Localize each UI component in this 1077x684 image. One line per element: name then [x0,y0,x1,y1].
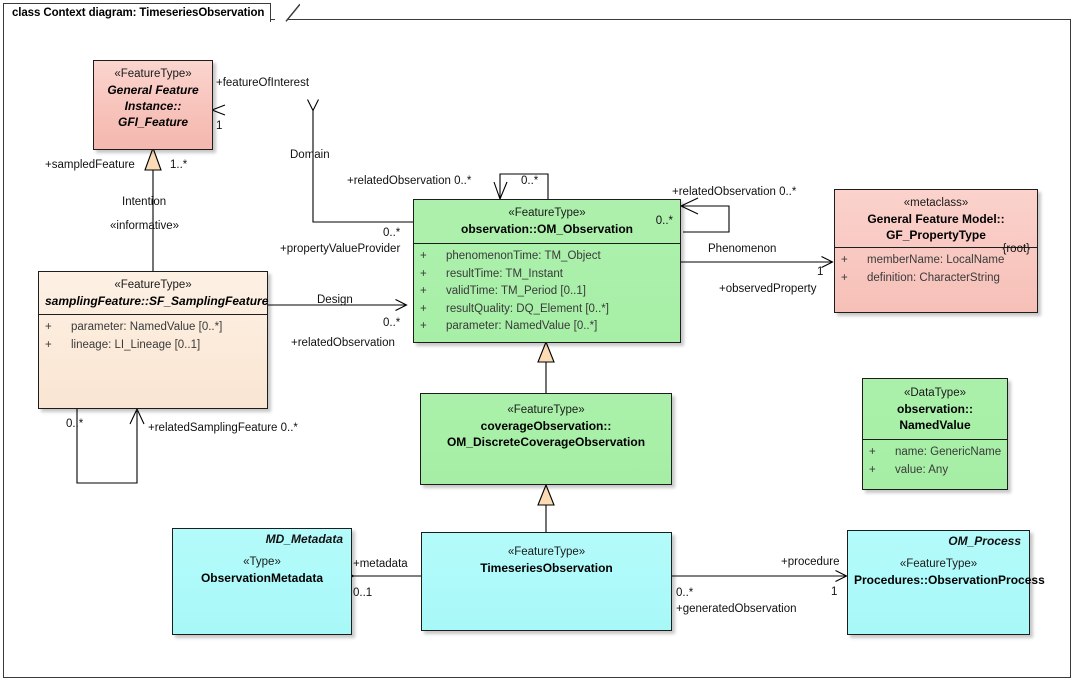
class-gfi-feature[interactable]: «FeatureType» General Feature Instance::… [93,60,213,150]
label-related-observation-right: +relatedObservation 0..* [672,186,797,198]
class-stereotype: «FeatureType» [507,404,585,416]
label-related-observation-top: +relatedObservation 0..* [347,175,472,187]
compartment-divider [39,314,267,315]
class-type-label: MD_Metadata [265,532,343,546]
class-name-line-2: OM_DiscreteCoverageObservation [446,435,646,449]
label-metadata: +metadata [353,558,408,570]
class-sampling-feature[interactable]: «FeatureType» samplingFeature::SF_Sampli… [38,271,268,409]
class-type-label: OM_Process [948,534,1021,548]
class-attribute: +name: GenericName [869,446,1002,458]
label-generated-observation-multiplicity: 0..* [676,587,694,599]
label-domain: Domain [290,149,330,161]
class-gf-propertytype[interactable]: «metaclass» General Feature Model:: GF_P… [834,189,1038,313]
class-attribute: +parameter: NamedValue [0..*] [420,320,598,332]
class-name-line-1: ObservationMetadata [200,571,324,585]
label-design: Design [317,294,353,306]
label-observed-property-multiplicity: 1 [817,266,824,278]
class-stereotype: «FeatureType» [899,558,978,570]
class-om-observation[interactable]: «FeatureType» observation::OM_Observatio… [413,199,681,343]
class-name-line-2: NamedValue [899,418,971,432]
class-attribute: +resultTime: TM_Instant [420,267,563,280]
class-attribute: +value: Any [869,463,949,476]
class-coverage-observation[interactable]: «FeatureType» coverageObservation:: OM_D… [420,393,672,485]
class-timeseries-observation[interactable]: «FeatureType» TimeseriesObservation [421,532,672,631]
label-self-top-multiplicity: 0..* [521,175,539,187]
label-generated-observation: +generatedObservation [676,603,797,615]
class-name-line-2: Instance:: [124,99,182,113]
label-procedure-multiplicity: 1 [831,586,838,598]
class-name-line-1: observation:: [896,402,973,416]
class-name-line-3: GFI_Feature [117,115,189,129]
class-stereotype: «Type» [243,556,281,568]
class-observation-metadata[interactable]: MD_Metadata «Type» ObservationMetadata [172,528,352,635]
class-stereotype: «DataType» [903,387,966,399]
class-attribute: +resultQuality: DQ_Element [0..*] [420,302,609,315]
diagram-frame-tab: class Context diagram: TimeseriesObserva… [3,3,271,22]
class-attribute: +definition: CharacterString [841,271,1000,284]
diagram-frame [3,19,1071,678]
compartment-divider [835,247,1037,248]
class-attribute: +parameter: NamedValue [0..*] [45,321,223,333]
class-name-line-1: General Feature Model:: [867,212,1005,226]
label-sampled-feature: +sampledFeature [45,159,135,171]
label-metadata-multiplicity: 0..1 [353,587,373,599]
label-sampled-feature-multiplicity: 1..* [170,159,188,171]
class-name-line-2: GF_PropertyType [886,228,986,242]
compartment-divider [414,243,680,244]
class-attribute: +validTime: TM_Period [0..1] [420,285,586,297]
label-feature-of-interest: +featureOfInterest [216,77,310,89]
class-name-line-1: samplingFeature::SF_SamplingFeature [45,294,269,308]
label-informative: «informative» [110,220,180,232]
label-related-sampling-feature: +relatedSamplingFeature 0..* [148,422,298,434]
class-root-note: {root} [1002,243,1031,255]
class-named-value[interactable]: «DataType» observation:: NamedValue +nam… [862,378,1008,490]
class-stereotype: «FeatureType» [114,279,192,291]
label-property-value-provider-multiplicity: 0..* [383,227,401,239]
compartment-divider [863,439,1007,440]
class-stereotype: «FeatureType» [114,68,192,80]
diagram-title: class Context diagram: TimeseriesObserva… [12,7,265,19]
label-related-sampling-feature-multiplicity: 0..* [66,418,84,430]
class-name-line-1: Procedures::ObservationProcess [854,573,1045,587]
class-attribute: +lineage: LI_Lineage [0..1] [45,338,201,351]
class-multiplicity-note: 0..* [655,215,673,227]
class-name-line-1: observation::OM_Observation [460,222,634,236]
label-phenomenon: Phenomenon [708,243,777,255]
label-intention: Intention [122,196,167,208]
label-related-observation-left: +relatedObservation [291,337,395,349]
class-stereotype: «FeatureType» [507,546,586,558]
label-feature-of-interest-multiplicity: 1 [216,120,223,132]
frame-tab-corner-icon [275,3,300,22]
label-procedure: +procedure [781,556,840,568]
class-name-line-1: General Feature [107,83,199,97]
label-design-multiplicity: 0..* [383,317,401,329]
class-attribute: +phenomenonTime: TM_Object [420,250,601,262]
class-stereotype: «metaclass» [903,197,969,209]
label-observed-property: +observedProperty [719,283,817,295]
label-property-value-provider: +propertyValueProvider [280,243,401,255]
class-name-line-1: TimeseriesObservation [480,561,613,575]
class-name-line-1: coverageObservation:: [480,419,612,433]
class-stereotype: «FeatureType» [508,207,586,219]
class-attribute: +memberName: LocalName [841,254,1005,266]
class-observation-process[interactable]: OM_Process «FeatureType» Procedures::Obs… [847,530,1045,635]
